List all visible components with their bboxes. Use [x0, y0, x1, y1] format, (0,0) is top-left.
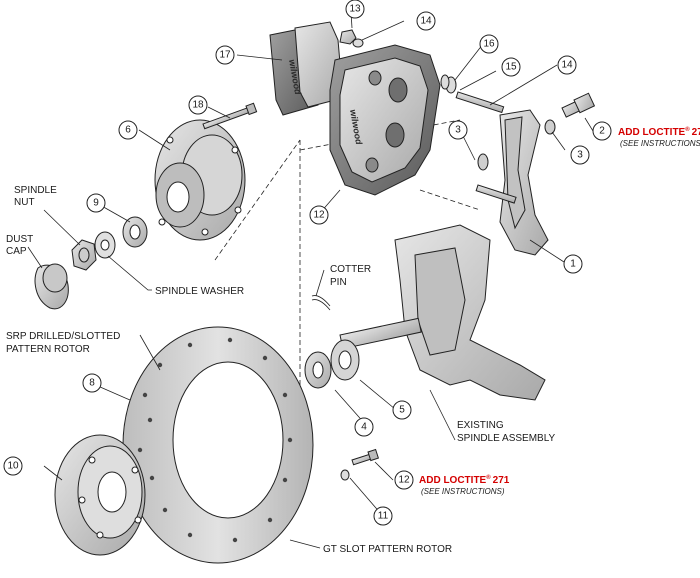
svg-text:8: 8 — [89, 378, 95, 389]
svg-text:5: 5 — [399, 405, 405, 416]
srp-rotor-label-1: SRP DRILLED/SLOTTED — [6, 331, 120, 342]
loctite-bottom-value: 271 — [493, 475, 510, 486]
callout-11: 12 — [394, 470, 414, 490]
loctite-top-value: 271 — [692, 127, 700, 138]
callout-2: 2 — [592, 121, 612, 141]
bleeder-screw — [339, 29, 364, 48]
loctite-top-note: (SEE INSTRUCTIONS) — [620, 139, 700, 148]
svg-text:ADD LOCTITE®271: ADD LOCTITE®271 — [618, 126, 700, 138]
callout-19: 18 — [188, 95, 208, 115]
spindle-nut-label-1: SPINDLE — [14, 185, 57, 196]
centerline-hub — [214, 139, 301, 261]
svg-text:6: 6 — [125, 125, 131, 136]
svg-text:13: 13 — [349, 4, 361, 15]
callout-6: 6 — [118, 120, 138, 140]
callout-7: 9 — [86, 193, 106, 213]
dust-cap-label-2: CAP — [6, 246, 27, 257]
existing-spindle-label-1: EXISTING — [457, 420, 504, 431]
rotor-hat — [54, 434, 146, 556]
cotter-pin-label-2: PIN — [330, 277, 347, 288]
spindle-nut — [71, 239, 97, 271]
callout-16: 15 — [501, 57, 521, 77]
loctite-top-title: ADD LOCTITE — [618, 127, 686, 138]
callout-5: 5 — [392, 400, 412, 420]
loctite-note-bottom: ADD LOCTITE®271 (SEE INSTRUCTIONS) — [419, 474, 510, 496]
svg-text:2: 2 — [599, 126, 605, 137]
svg-text:17: 17 — [219, 50, 231, 61]
cotter-pin-label-1: COTTER — [330, 264, 371, 275]
loctite-bottom-note: (SEE INSTRUCTIONS) — [421, 487, 505, 496]
callout-14: 14 — [416, 11, 436, 31]
callout-12: 12 — [309, 205, 329, 225]
callout-1: 1 — [563, 254, 583, 274]
cotter-pin — [311, 295, 331, 311]
spindle-nut-label-2: NUT — [14, 197, 35, 208]
svg-text:3: 3 — [577, 150, 583, 161]
loctite-top-mark: ® — [685, 126, 690, 133]
bolt-2 — [561, 92, 596, 118]
existing-spindle-label-2: SPINDLE ASSEMBLY — [457, 433, 556, 444]
callout-3b: 3 — [570, 145, 590, 165]
svg-text:12: 12 — [313, 210, 325, 221]
loctite-note-top: ADD LOCTITE®271 (SEE INSTRUCTIONS) — [618, 126, 700, 148]
wheel-stud — [202, 102, 258, 130]
callout-10: 11 — [373, 506, 393, 526]
spindle-assembly — [339, 224, 546, 401]
centerline-bracket — [419, 189, 481, 211]
bracket-bolt — [455, 91, 517, 204]
callout-17: 16 — [479, 34, 499, 54]
spindle-washer — [94, 231, 116, 259]
svg-text:14: 14 — [420, 16, 432, 27]
svg-text:9: 9 — [93, 198, 99, 209]
svg-text:14: 14 — [561, 60, 573, 71]
svg-text:12: 12 — [398, 475, 410, 486]
shim-washers — [440, 74, 556, 171]
svg-text:11: 11 — [378, 511, 389, 522]
outer-bearing — [122, 216, 148, 248]
callout-9: 10 — [3, 456, 23, 476]
spindle-washer-label: SPINDLE WASHER — [155, 286, 244, 297]
rotor — [122, 326, 314, 564]
leader-lines — [27, 11, 594, 549]
callout-13: 13 — [345, 0, 365, 19]
svg-text:4: 4 — [361, 422, 367, 433]
svg-text:1: 1 — [570, 259, 576, 270]
callout-18: 17 — [215, 45, 235, 65]
dust-cap-label-1: DUST — [6, 234, 33, 245]
loctite-bottom-title: ADD LOCTITE — [419, 475, 487, 486]
inner-bearing — [304, 351, 332, 389]
svg-text:18: 18 — [192, 100, 204, 111]
caliper-mount-bolt — [340, 448, 380, 481]
callout-4: 4 — [354, 417, 374, 437]
svg-text:16: 16 — [483, 39, 495, 50]
srp-rotor-label-2: PATTERN ROTOR — [6, 344, 90, 355]
callout-15: 14 — [557, 55, 577, 75]
svg-text:15: 15 — [505, 62, 517, 73]
svg-text:ADD LOCTITE®271: ADD LOCTITE®271 — [419, 474, 510, 486]
svg-text:10: 10 — [7, 461, 19, 472]
gt-slot-rotor-label: GT SLOT PATTERN ROTOR — [323, 544, 452, 555]
callout-3a: 3 — [448, 120, 468, 140]
dust-cap — [34, 263, 69, 310]
caliper: wilwood — [329, 44, 441, 196]
callout-8: 8 — [82, 373, 102, 393]
svg-text:3: 3 — [455, 125, 461, 136]
hub: wilwood — [84, 119, 246, 501]
seal — [330, 339, 360, 381]
mounting-bracket — [499, 109, 549, 256]
loctite-bottom-mark: ® — [486, 474, 491, 481]
